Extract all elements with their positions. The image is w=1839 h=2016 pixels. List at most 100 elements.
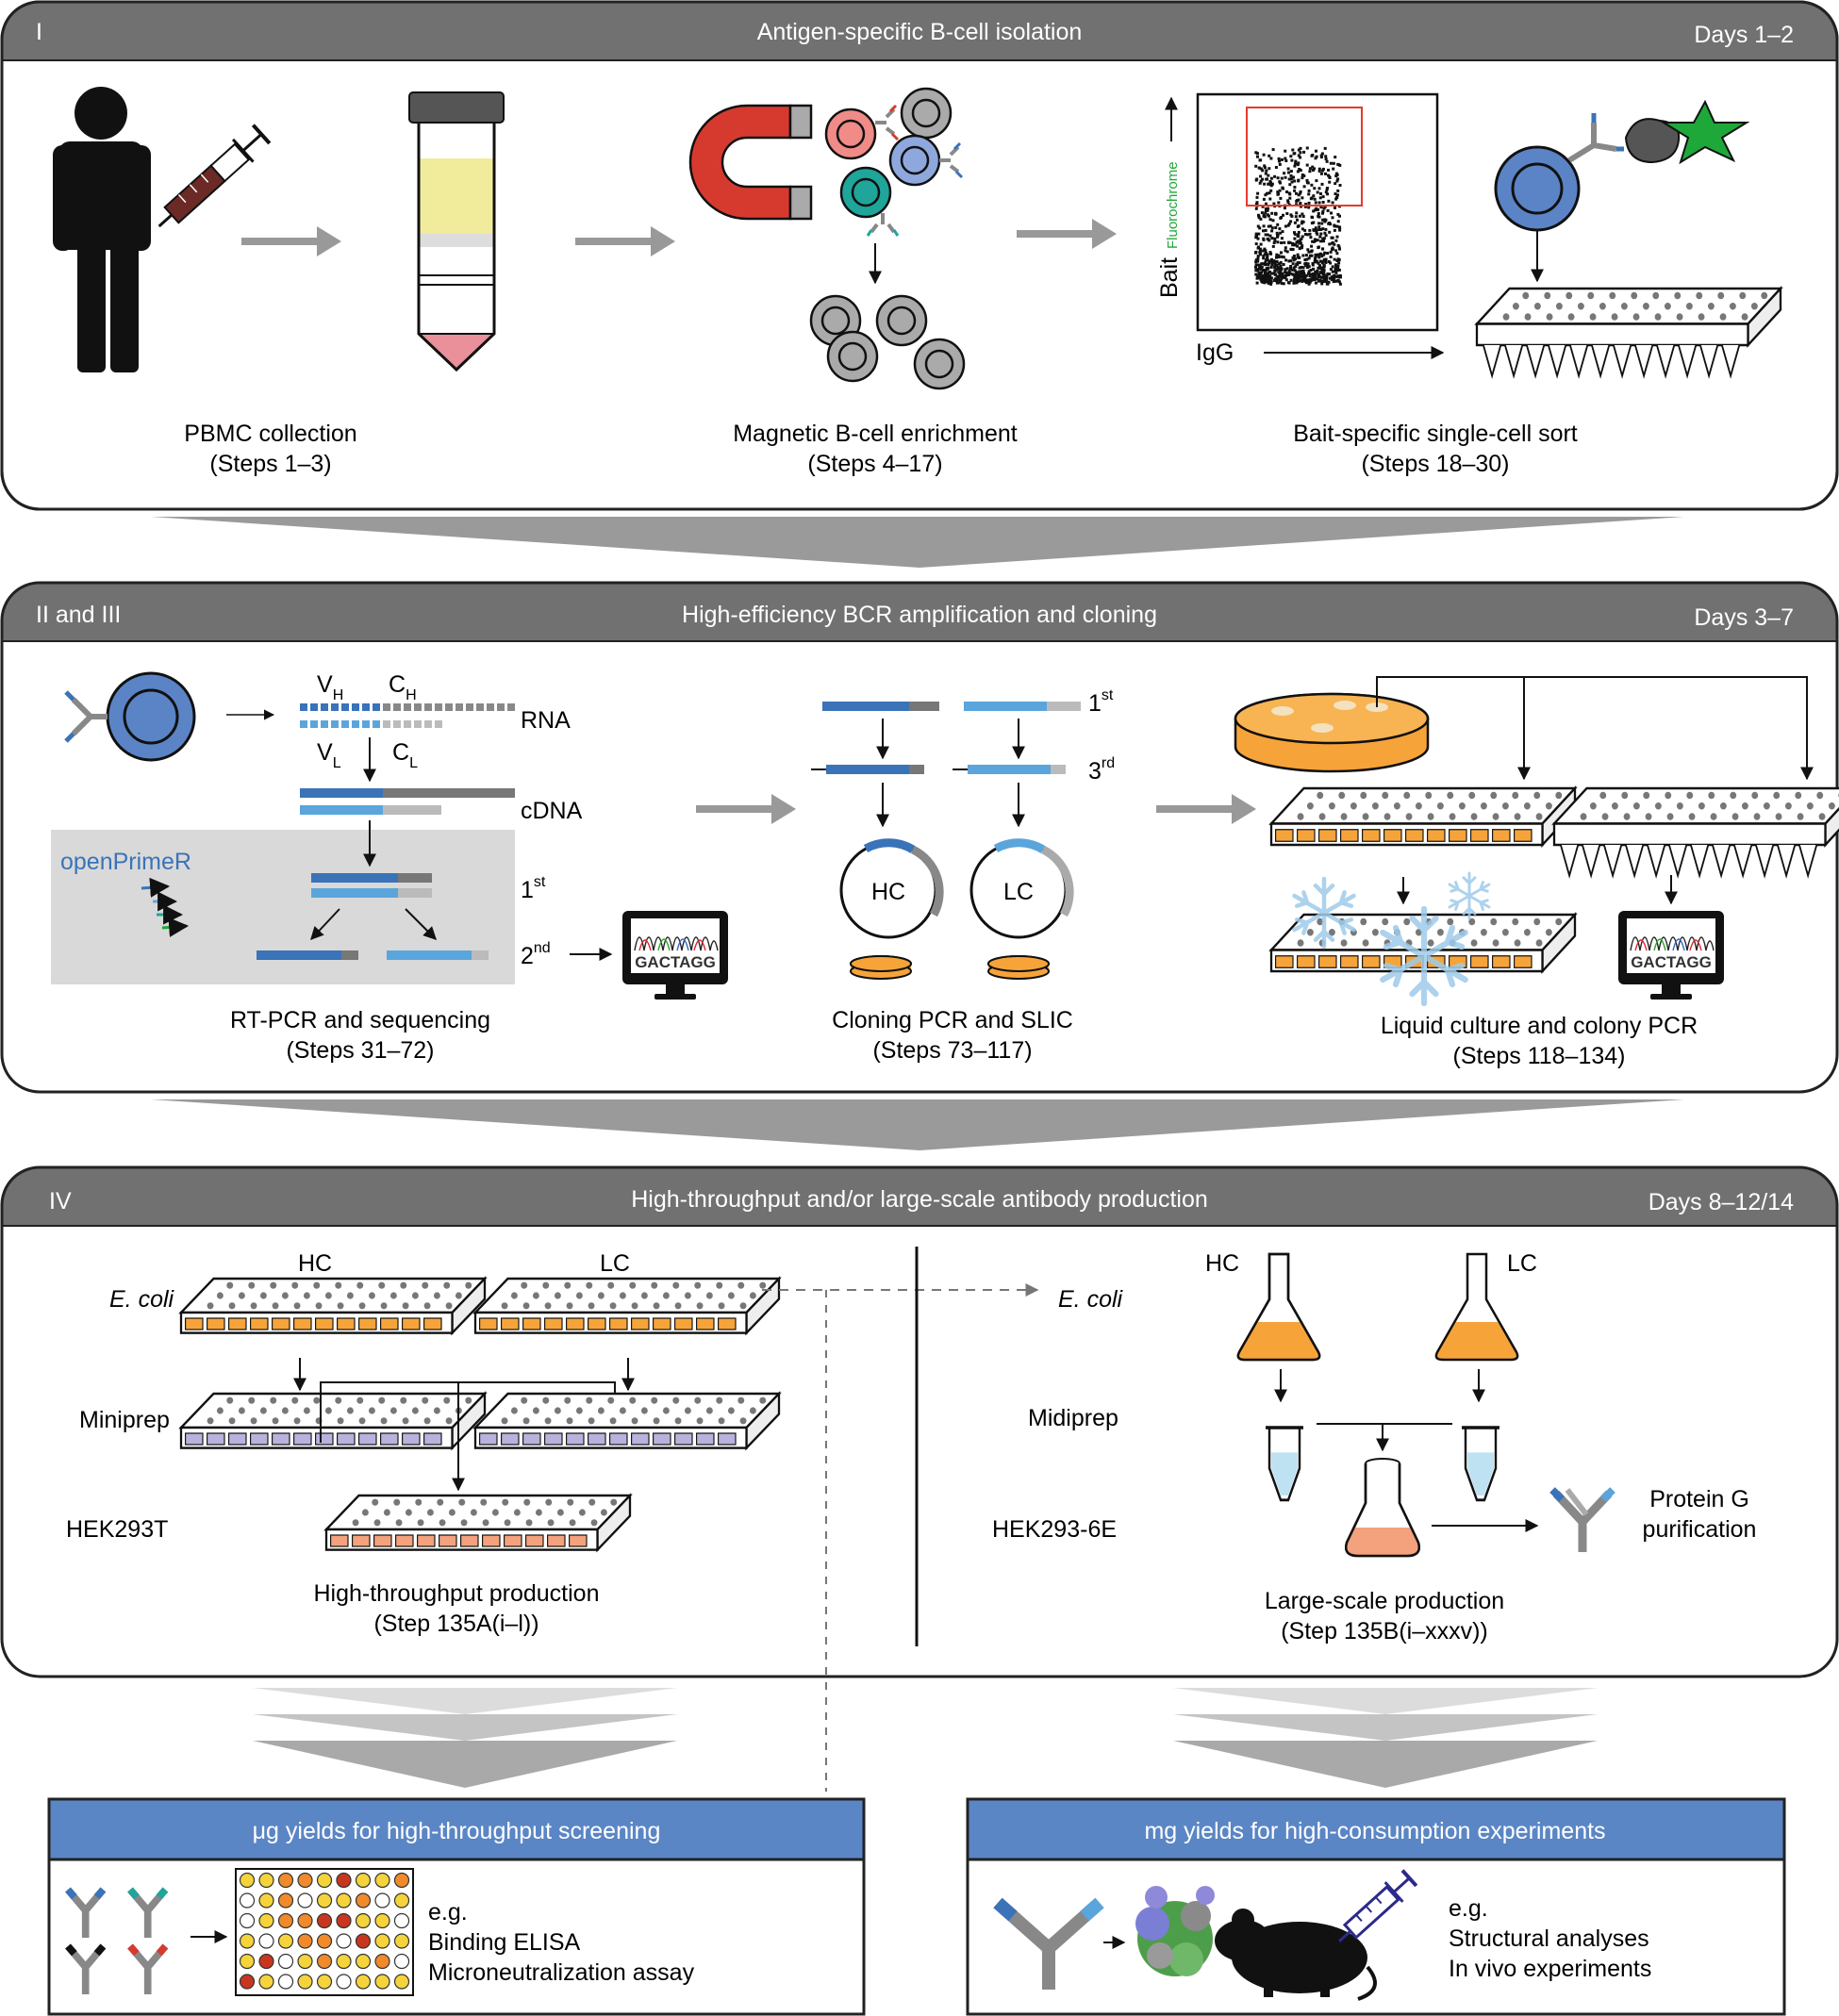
flow-dot [1263,276,1267,280]
flow-dot [1313,238,1317,241]
flow-dot [1286,199,1290,203]
section-title: High-throughput and/or large-scale antib… [631,1186,1208,1213]
flow-dot [1279,231,1283,235]
flow-dot [1264,211,1267,215]
flow-dot [1266,191,1268,195]
flow-dot [1323,146,1327,150]
flow-dot [1284,273,1287,277]
antibody-icon [1549,1487,1615,1552]
flow-dot [1322,240,1325,243]
svg-text:Large-scale production: Large-scale production [1265,1588,1504,1614]
flow-dot [1318,271,1322,274]
flow-dot [1294,162,1298,166]
step-label-pbmc: PBMC collection (Steps 1–3) [184,421,356,477]
flow-dot [1270,260,1274,264]
flow-dot [1284,224,1287,228]
flow-dot [1270,182,1274,186]
elisa-well [336,1892,352,1909]
flow-dot [1334,271,1338,274]
second-pcr-products [257,950,489,960]
lc-label: LC [1507,1250,1537,1277]
flow-dot [1321,237,1325,240]
flow-dot [1267,167,1271,171]
flow-dot [1336,177,1340,181]
flow-dot [1307,265,1311,269]
flow-dot [1298,168,1301,171]
flow-dot [1309,236,1313,240]
flow-dot [1263,253,1267,256]
flow-dot [1254,234,1258,238]
hek293t-plate [324,1494,632,1551]
flow-dot [1315,281,1317,285]
flow-dot [1262,249,1266,253]
flow-dot [1302,272,1305,275]
flow-dot [1261,262,1265,266]
flow-dot [1321,218,1325,222]
flow-dot [1308,280,1312,284]
flow-dot [1324,227,1328,231]
elisa-well [277,1974,294,1990]
elisa-well [258,1933,274,1949]
flow-dot [1262,224,1266,228]
flow-dot [1318,264,1321,268]
flow-dot [1338,184,1342,187]
flow-dot [1308,254,1312,257]
flow-dot [1334,266,1338,270]
flow-dot [1324,190,1328,194]
flow-dot [1289,265,1293,268]
flow-dot [1323,231,1327,235]
process-arrow [241,219,1117,256]
flow-dot [1301,227,1304,231]
flow-dot [1299,156,1302,159]
flow-dot [1289,170,1293,174]
flow-dot [1279,196,1283,200]
flow-dot [1320,259,1324,263]
flow-dot [1265,258,1268,262]
flow-dot [1268,234,1272,238]
flow-dot [1317,215,1321,219]
svg-text:Binding ELISA: Binding ELISA [428,1929,581,1956]
flow-dot [1335,174,1339,176]
flow-dot [1294,257,1298,261]
flow-dot [1292,255,1296,257]
midiprep-label: Midiprep [1028,1405,1118,1431]
flow-dot [1267,278,1270,282]
flow-x-label: IgG [1196,339,1234,366]
flow-dot [1277,275,1281,279]
ecoli-label: E. coli [1058,1286,1124,1313]
flow-dot [1288,183,1292,187]
flow-dot [1271,148,1275,152]
elisa-well [297,1953,313,1970]
svg-text:Structural analyses: Structural analyses [1449,1925,1649,1952]
elisa-well [336,1933,352,1949]
flow-dot [1318,259,1322,263]
flow-dot [1308,232,1312,236]
flow-dot [1263,182,1267,186]
flow-dot [1305,178,1309,182]
flow-dot [1317,222,1320,225]
flow-dot [1317,212,1320,215]
flow-dot [1263,281,1267,285]
flow-dot [1331,265,1334,269]
flow-dot [1301,176,1304,180]
ecoli-label: E. coli [109,1286,175,1313]
ecoli-lc-plate [473,1277,781,1334]
ecoli-hc-plate [179,1277,487,1334]
flow-dot [1269,252,1273,256]
flow-dot [1268,218,1272,222]
elisa-well [297,1872,313,1889]
flow-dot [1266,253,1269,256]
flow-dot [1284,149,1287,153]
flow-dot [1298,273,1301,276]
flow-dot [1305,163,1309,167]
elisa-well [336,1872,352,1889]
flow-dot [1280,237,1284,240]
flow-dot [1267,281,1270,285]
flow-dot [1268,259,1271,263]
flow-dot [1273,237,1277,240]
donor-person-icon [53,87,151,372]
svg-text:(Steps 4–17): (Steps 4–17) [807,451,942,477]
flow-dot [1329,161,1333,165]
flow-dot [1303,277,1307,281]
elisa-well [258,1872,274,1889]
